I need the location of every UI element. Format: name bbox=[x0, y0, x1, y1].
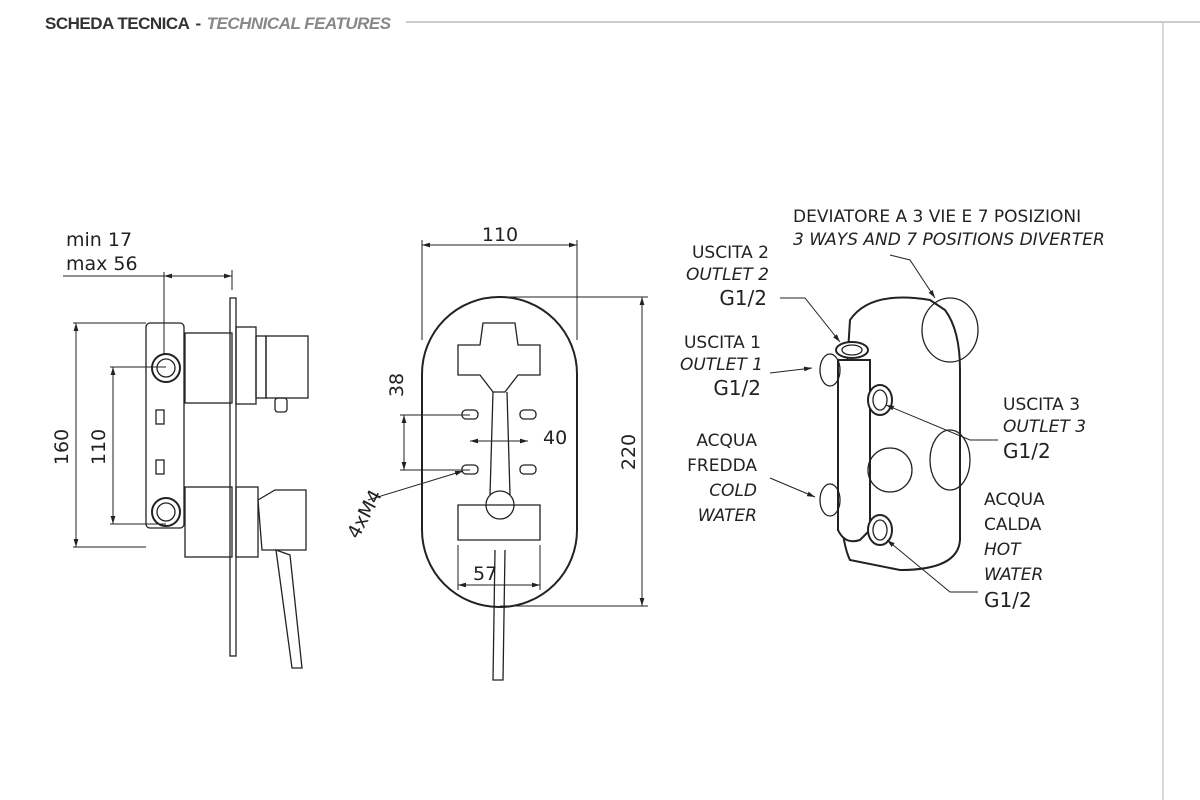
outlet3-label-en: OUTLET 3 bbox=[1003, 417, 1086, 437]
height-160-label: 160 bbox=[51, 429, 73, 465]
outlet2-label-it: USCITA 2 bbox=[692, 243, 769, 263]
cold-label-it-1: ACQUA bbox=[696, 431, 757, 451]
outlet2-thread: G1/2 bbox=[719, 286, 767, 310]
diverter-label-it: DEVIATORE A 3 VIE E 7 POSIZIONI bbox=[793, 207, 1081, 227]
height-220-label: 220 bbox=[618, 434, 640, 470]
spacing-110-label: 110 bbox=[88, 429, 110, 465]
hot-label-en-2: WATER bbox=[984, 565, 1043, 585]
side-view: min 17 max 56 160 110 bbox=[51, 229, 309, 669]
cold-label-en-2: WATER bbox=[698, 506, 757, 526]
hot-label-it-1: ACQUA bbox=[984, 490, 1045, 510]
isometric-view: DEVIATORE A 3 VIE E 7 POSIZIONI 3 WAYS A… bbox=[680, 207, 1105, 612]
outlet1-thread: G1/2 bbox=[713, 376, 761, 400]
outlet1-label-it: USCITA 1 bbox=[684, 333, 761, 353]
outlet1-label-en: OUTLET 1 bbox=[680, 355, 763, 375]
front-view: 110 220 38 40 57 4xM4 bbox=[343, 224, 648, 681]
screws-label: 4xM4 bbox=[343, 486, 387, 542]
diverter-label-en: 3 WAYS AND 7 POSITIONS DIVERTER bbox=[793, 230, 1105, 250]
hot-label-it-2: CALDA bbox=[984, 515, 1042, 535]
spacing-38-label: 38 bbox=[386, 373, 408, 397]
title-separator: - bbox=[195, 14, 200, 33]
title-italian: SCHEDA TECNICA bbox=[45, 14, 190, 33]
header: SCHEDA TECNICA-TECHNICAL FEATURES bbox=[45, 14, 1200, 33]
width-110-label: 110 bbox=[482, 224, 518, 246]
depth-min-label: min 17 bbox=[66, 229, 132, 251]
outlet3-label-it: USCITA 3 bbox=[1003, 395, 1080, 415]
title-english: TECHNICAL FEATURES bbox=[207, 14, 392, 33]
hot-thread: G1/2 bbox=[984, 588, 1032, 612]
depth-max-label: max 56 bbox=[66, 253, 138, 275]
cold-label-en-1: COLD bbox=[709, 481, 757, 501]
width-57-label: 57 bbox=[473, 563, 497, 585]
outlet3-thread: G1/2 bbox=[1003, 439, 1051, 463]
spacing-40-label: 40 bbox=[543, 427, 567, 449]
page-title: SCHEDA TECNICA-TECHNICAL FEATURES bbox=[45, 14, 392, 33]
hot-label-en-1: HOT bbox=[984, 540, 1022, 560]
cold-label-it-2: FREDDA bbox=[687, 456, 757, 476]
outlet2-label-en: OUTLET 2 bbox=[686, 265, 769, 285]
